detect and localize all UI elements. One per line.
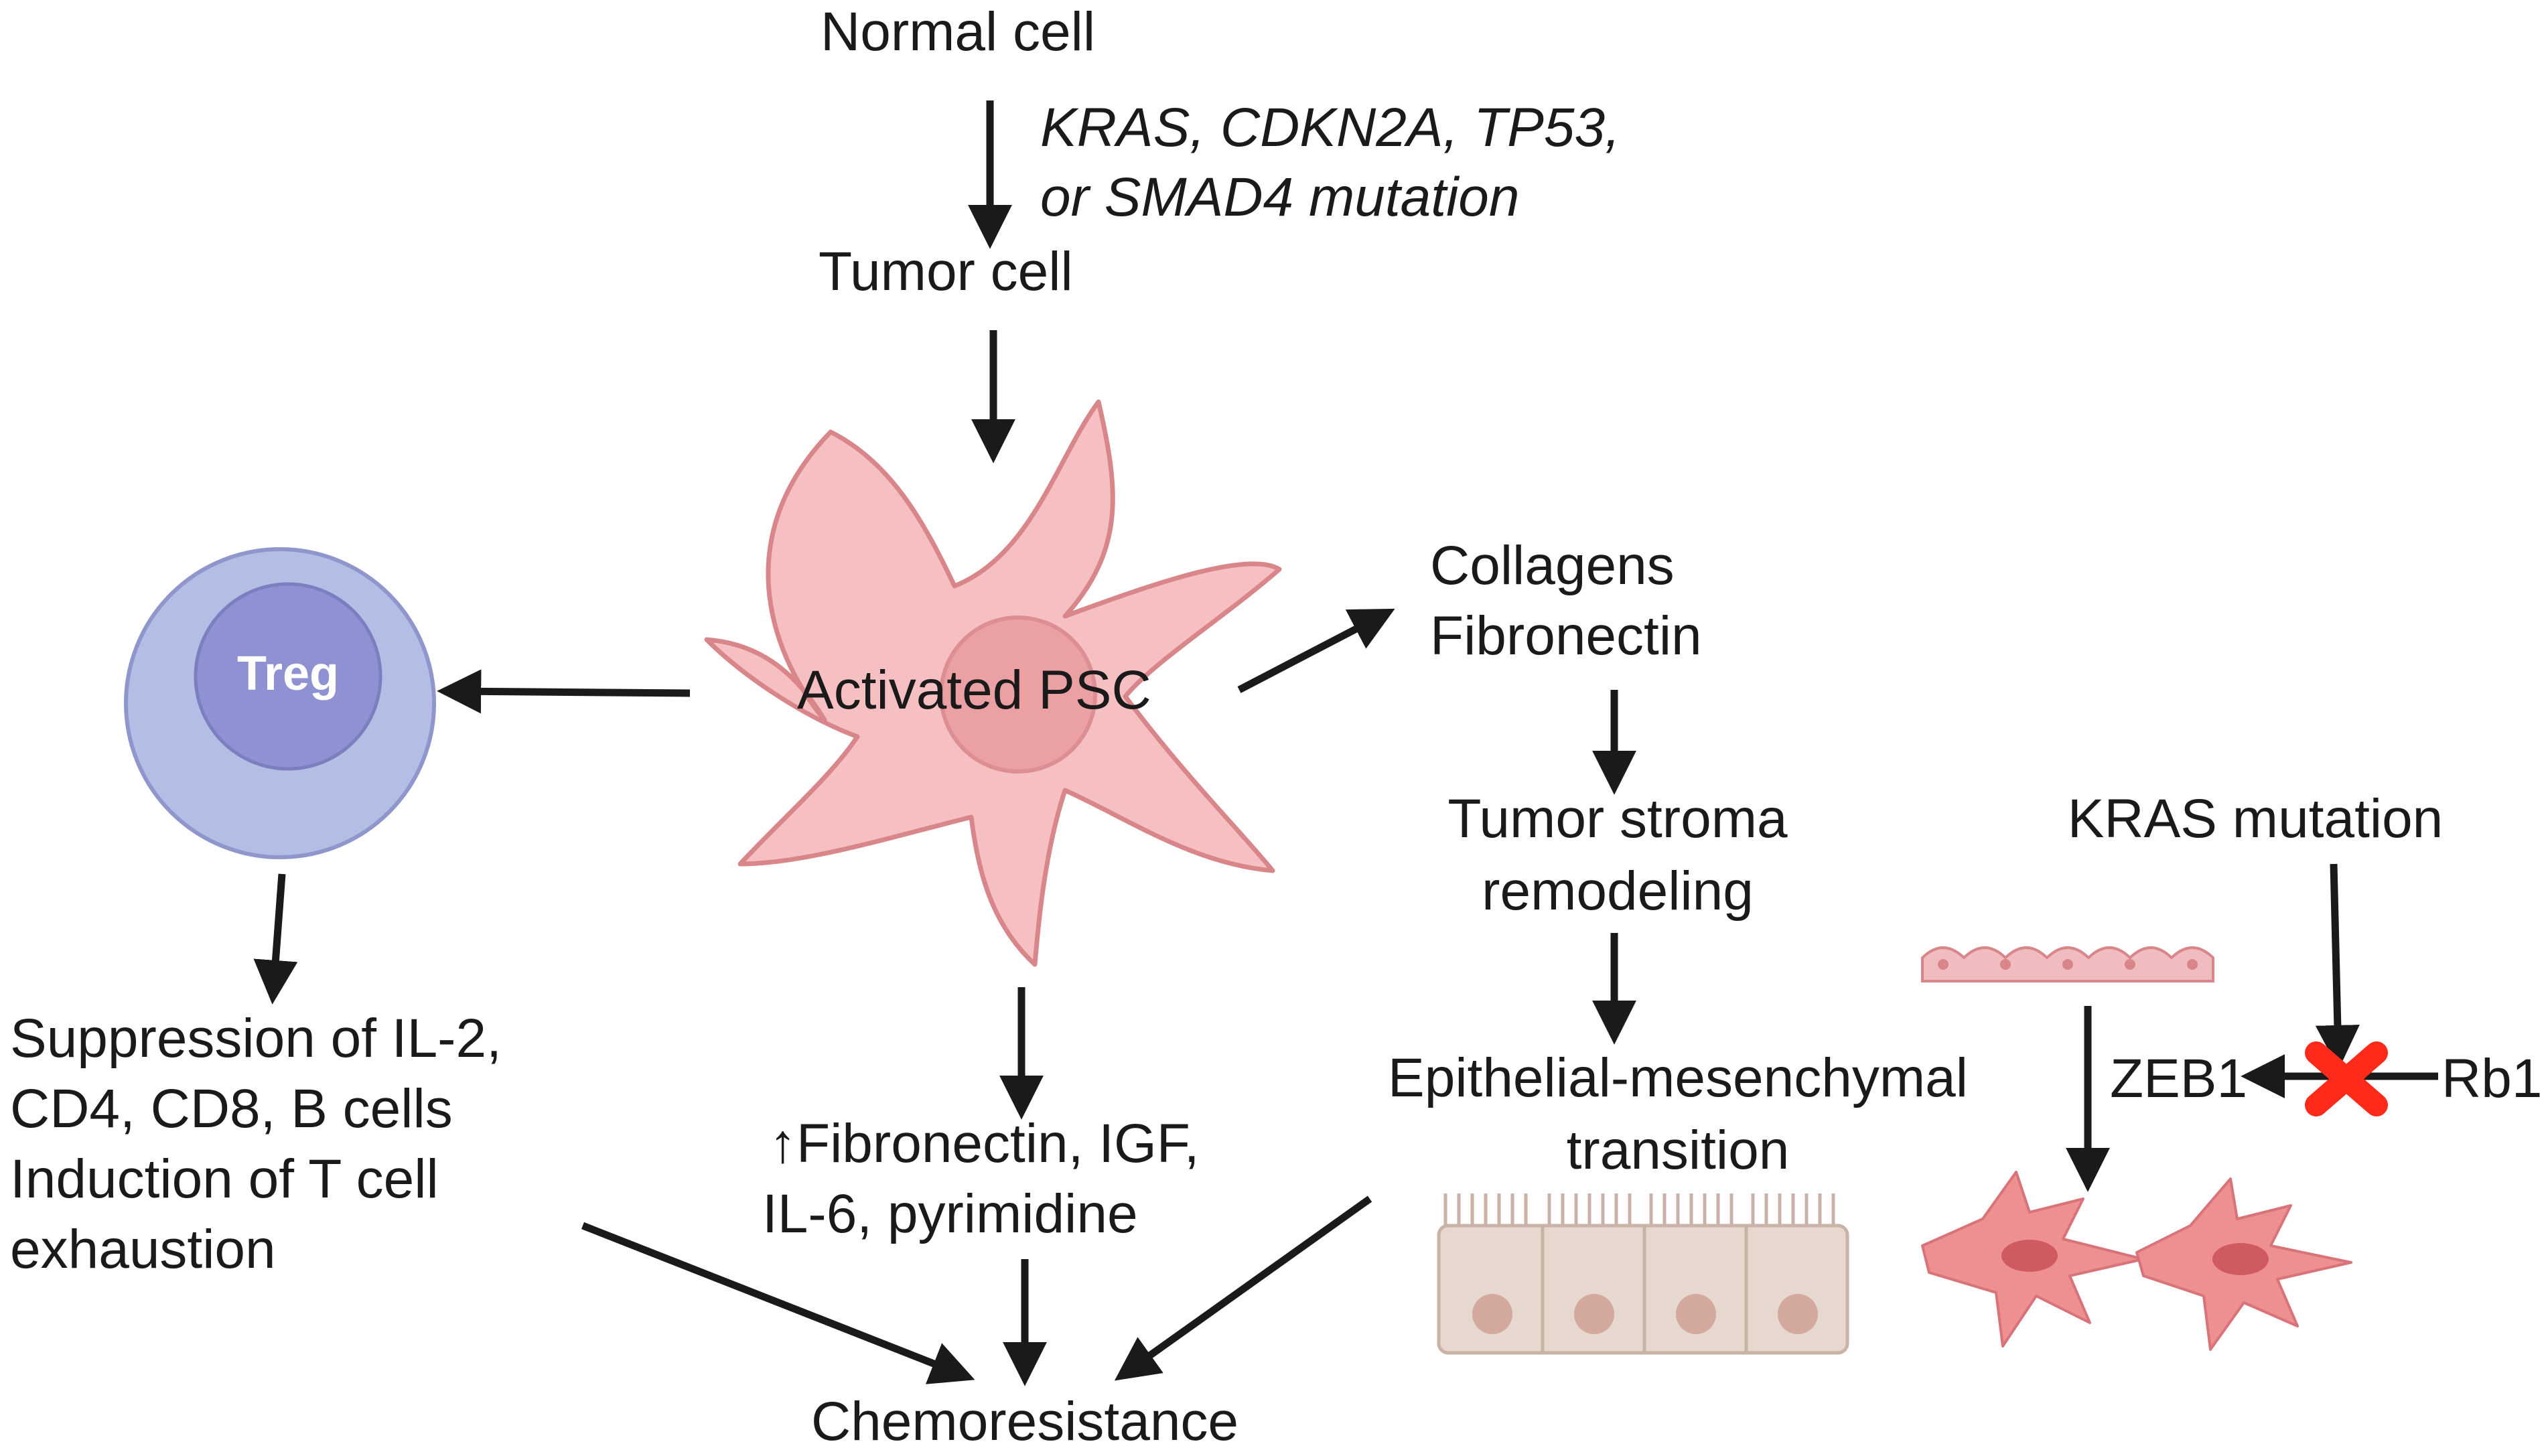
kras-mutation-label: KRAS mutation	[2068, 788, 2444, 849]
secreted-factors-line1: ↑Fibronectin, IGF,	[769, 1113, 1200, 1174]
inhibition-x-icon	[2305, 1041, 2388, 1116]
fibronectin-label: Fibronectin	[1430, 605, 1702, 666]
arrow-emt-to-chemo	[1114, 1195, 1372, 1381]
activated-psc-label: Activated PSC	[797, 660, 1151, 721]
arrow-psc-to-collagens	[1237, 608, 1395, 693]
suppression-label-line4: exhaustion	[10, 1219, 276, 1280]
mutation-label-line1: KRAS, CDKN2A, TP53,	[1040, 97, 1620, 158]
arrow-treg-to-suppression	[253, 873, 298, 1005]
arrow-psc-to-treg	[437, 669, 691, 714]
arrow-suppression-to-chemo	[581, 1222, 975, 1384]
tumor-cell-label: Tumor cell	[819, 241, 1073, 302]
suppression-label-line2: CD4, CD8, B cells	[10, 1078, 453, 1139]
collagens-label: Collagens	[1430, 535, 1675, 596]
chemoresistance-label: Chemoresistance	[811, 1391, 1238, 1452]
emt-label-line2: transition	[1567, 1120, 1790, 1181]
psc-nucleus	[939, 615, 1097, 774]
treg-cell	[124, 547, 436, 859]
epithelial-layer-small	[1921, 946, 2214, 982]
epithelial-cells	[1437, 1193, 1849, 1355]
mutation-label-line2: or SMAD4 mutation	[1040, 167, 1520, 228]
stroma-label-line2: remodeling	[1482, 861, 1754, 922]
normal-cell-label: Normal cell	[821, 1, 1095, 62]
treg-label: Treg	[237, 647, 339, 701]
arrows	[253, 100, 2438, 1386]
emt-label-line1: Epithelial-mesenchymal	[1388, 1047, 1968, 1108]
suppression-label-line1: Suppression of IL-2,	[10, 1008, 502, 1069]
arrow-kras-to-zeb1-path	[2315, 863, 2360, 1070]
activated-psc-cell	[704, 399, 1282, 967]
mesenchymal-cells	[1921, 1171, 2352, 1351]
rb1-label: Rb1	[2441, 1048, 2542, 1109]
zeb1-label: ZEB1	[2110, 1048, 2247, 1109]
secreted-factors-line2: IL-6, pyrimidine	[762, 1183, 1138, 1244]
stroma-label-line1: Tumor stroma	[1447, 788, 1788, 849]
suppression-label-line3: Induction of T cell	[10, 1149, 439, 1210]
